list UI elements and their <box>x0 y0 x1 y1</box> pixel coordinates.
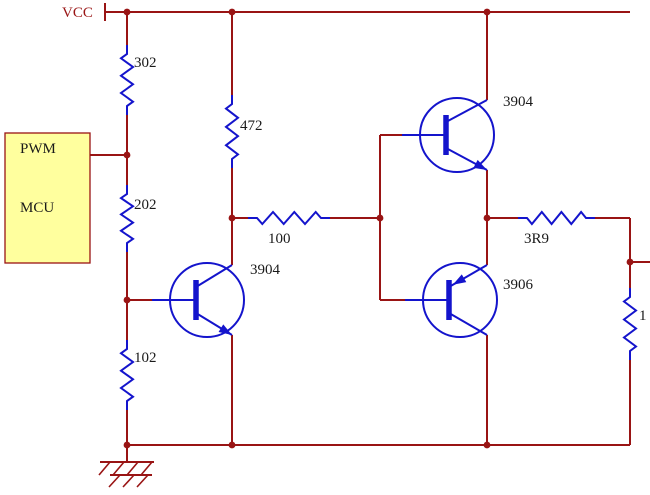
ground-icon <box>122 474 135 488</box>
junction-dot <box>626 258 634 266</box>
resistor-value-label: 302 <box>134 55 157 71</box>
resistor-value-label: 3R9 <box>524 231 549 247</box>
resistor-symbol <box>119 340 135 410</box>
junction-dot <box>376 214 384 222</box>
transistor-emitter-arrow <box>473 159 487 170</box>
transistor-collector-lead <box>195 264 233 288</box>
ground-icon <box>140 461 153 476</box>
resistor-symbol <box>224 95 240 168</box>
transistor-emitter-arrow <box>218 324 232 335</box>
ground-icon <box>136 474 149 488</box>
mcu-box <box>4 132 91 264</box>
junction-dot <box>483 441 491 449</box>
junction-dot <box>123 8 131 16</box>
resistor-value-label: 100 <box>268 231 291 247</box>
transistor-collector-lead <box>448 312 488 336</box>
transistor-collector-lead <box>445 99 488 123</box>
junction-dot <box>123 296 131 304</box>
junction-dot <box>123 441 131 449</box>
resistor-value-label: 472 <box>240 118 263 134</box>
ground-icon <box>126 461 139 476</box>
junction-dot <box>483 8 491 16</box>
junction-dot <box>228 8 236 16</box>
junction-dot <box>123 151 131 159</box>
transistor-part-label: 3906 <box>503 277 534 293</box>
transistor-part-label: 3904 <box>250 262 281 278</box>
ground-icon <box>108 474 121 488</box>
transistor-emitter-arrow <box>452 274 467 285</box>
resistor-value-label: 1 <box>639 308 647 324</box>
transistor-part-label: 3904 <box>503 94 534 110</box>
mcu-box-label: MCU <box>20 200 54 216</box>
resistor-symbol <box>119 45 135 115</box>
resistor-symbol <box>518 210 595 226</box>
junction-dot <box>228 214 236 222</box>
ground-icon <box>112 461 125 476</box>
junction-dot <box>483 214 491 222</box>
resistor-value-label: 102 <box>134 350 157 366</box>
vcc-label: VCC <box>62 5 93 21</box>
junction-dot <box>228 441 236 449</box>
resistor-symbol <box>622 288 638 360</box>
ground-icon <box>98 461 111 476</box>
resistor-value-label: 202 <box>134 197 157 213</box>
resistor-symbol <box>119 185 135 252</box>
resistor-symbol <box>248 210 330 226</box>
mcu-box-label: PWM <box>20 141 56 157</box>
